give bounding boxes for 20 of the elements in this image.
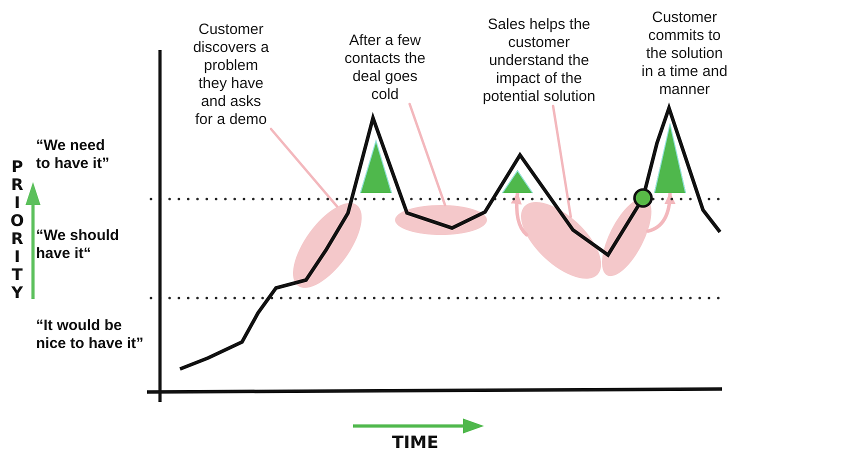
highlight-ellipse bbox=[520, 202, 602, 278]
axis-title: PRIORITY bbox=[10, 158, 24, 302]
annotation-text: Customer discovers a problem they have and asks for a demo bbox=[191, 21, 271, 129]
highlight-ellipse bbox=[395, 205, 487, 235]
arrow bbox=[646, 191, 676, 233]
annotation-text: Sales helps the customer understand the impact of the potential solution bbox=[475, 16, 603, 106]
priority-level-label: “It would be nice to have it” bbox=[36, 317, 145, 353]
annotation-text: After a few contacts the deal goes cold bbox=[341, 32, 429, 104]
priority-level-label: “We need to have it” bbox=[36, 137, 110, 173]
peak-triangle bbox=[502, 170, 533, 193]
arrow bbox=[511, 191, 528, 237]
annotation-text: Customer commits to the solution in a time and manner bbox=[640, 9, 728, 99]
peak-triangle bbox=[654, 123, 686, 193]
peak-triangle bbox=[360, 140, 392, 193]
leader-line bbox=[408, 102, 446, 206]
leader-line bbox=[552, 104, 572, 218]
leader-line bbox=[270, 128, 338, 208]
highlight-ellipse bbox=[292, 202, 362, 288]
axis-title: TIME bbox=[392, 433, 438, 453]
priority-level-label: “We should have it“ bbox=[36, 227, 120, 263]
